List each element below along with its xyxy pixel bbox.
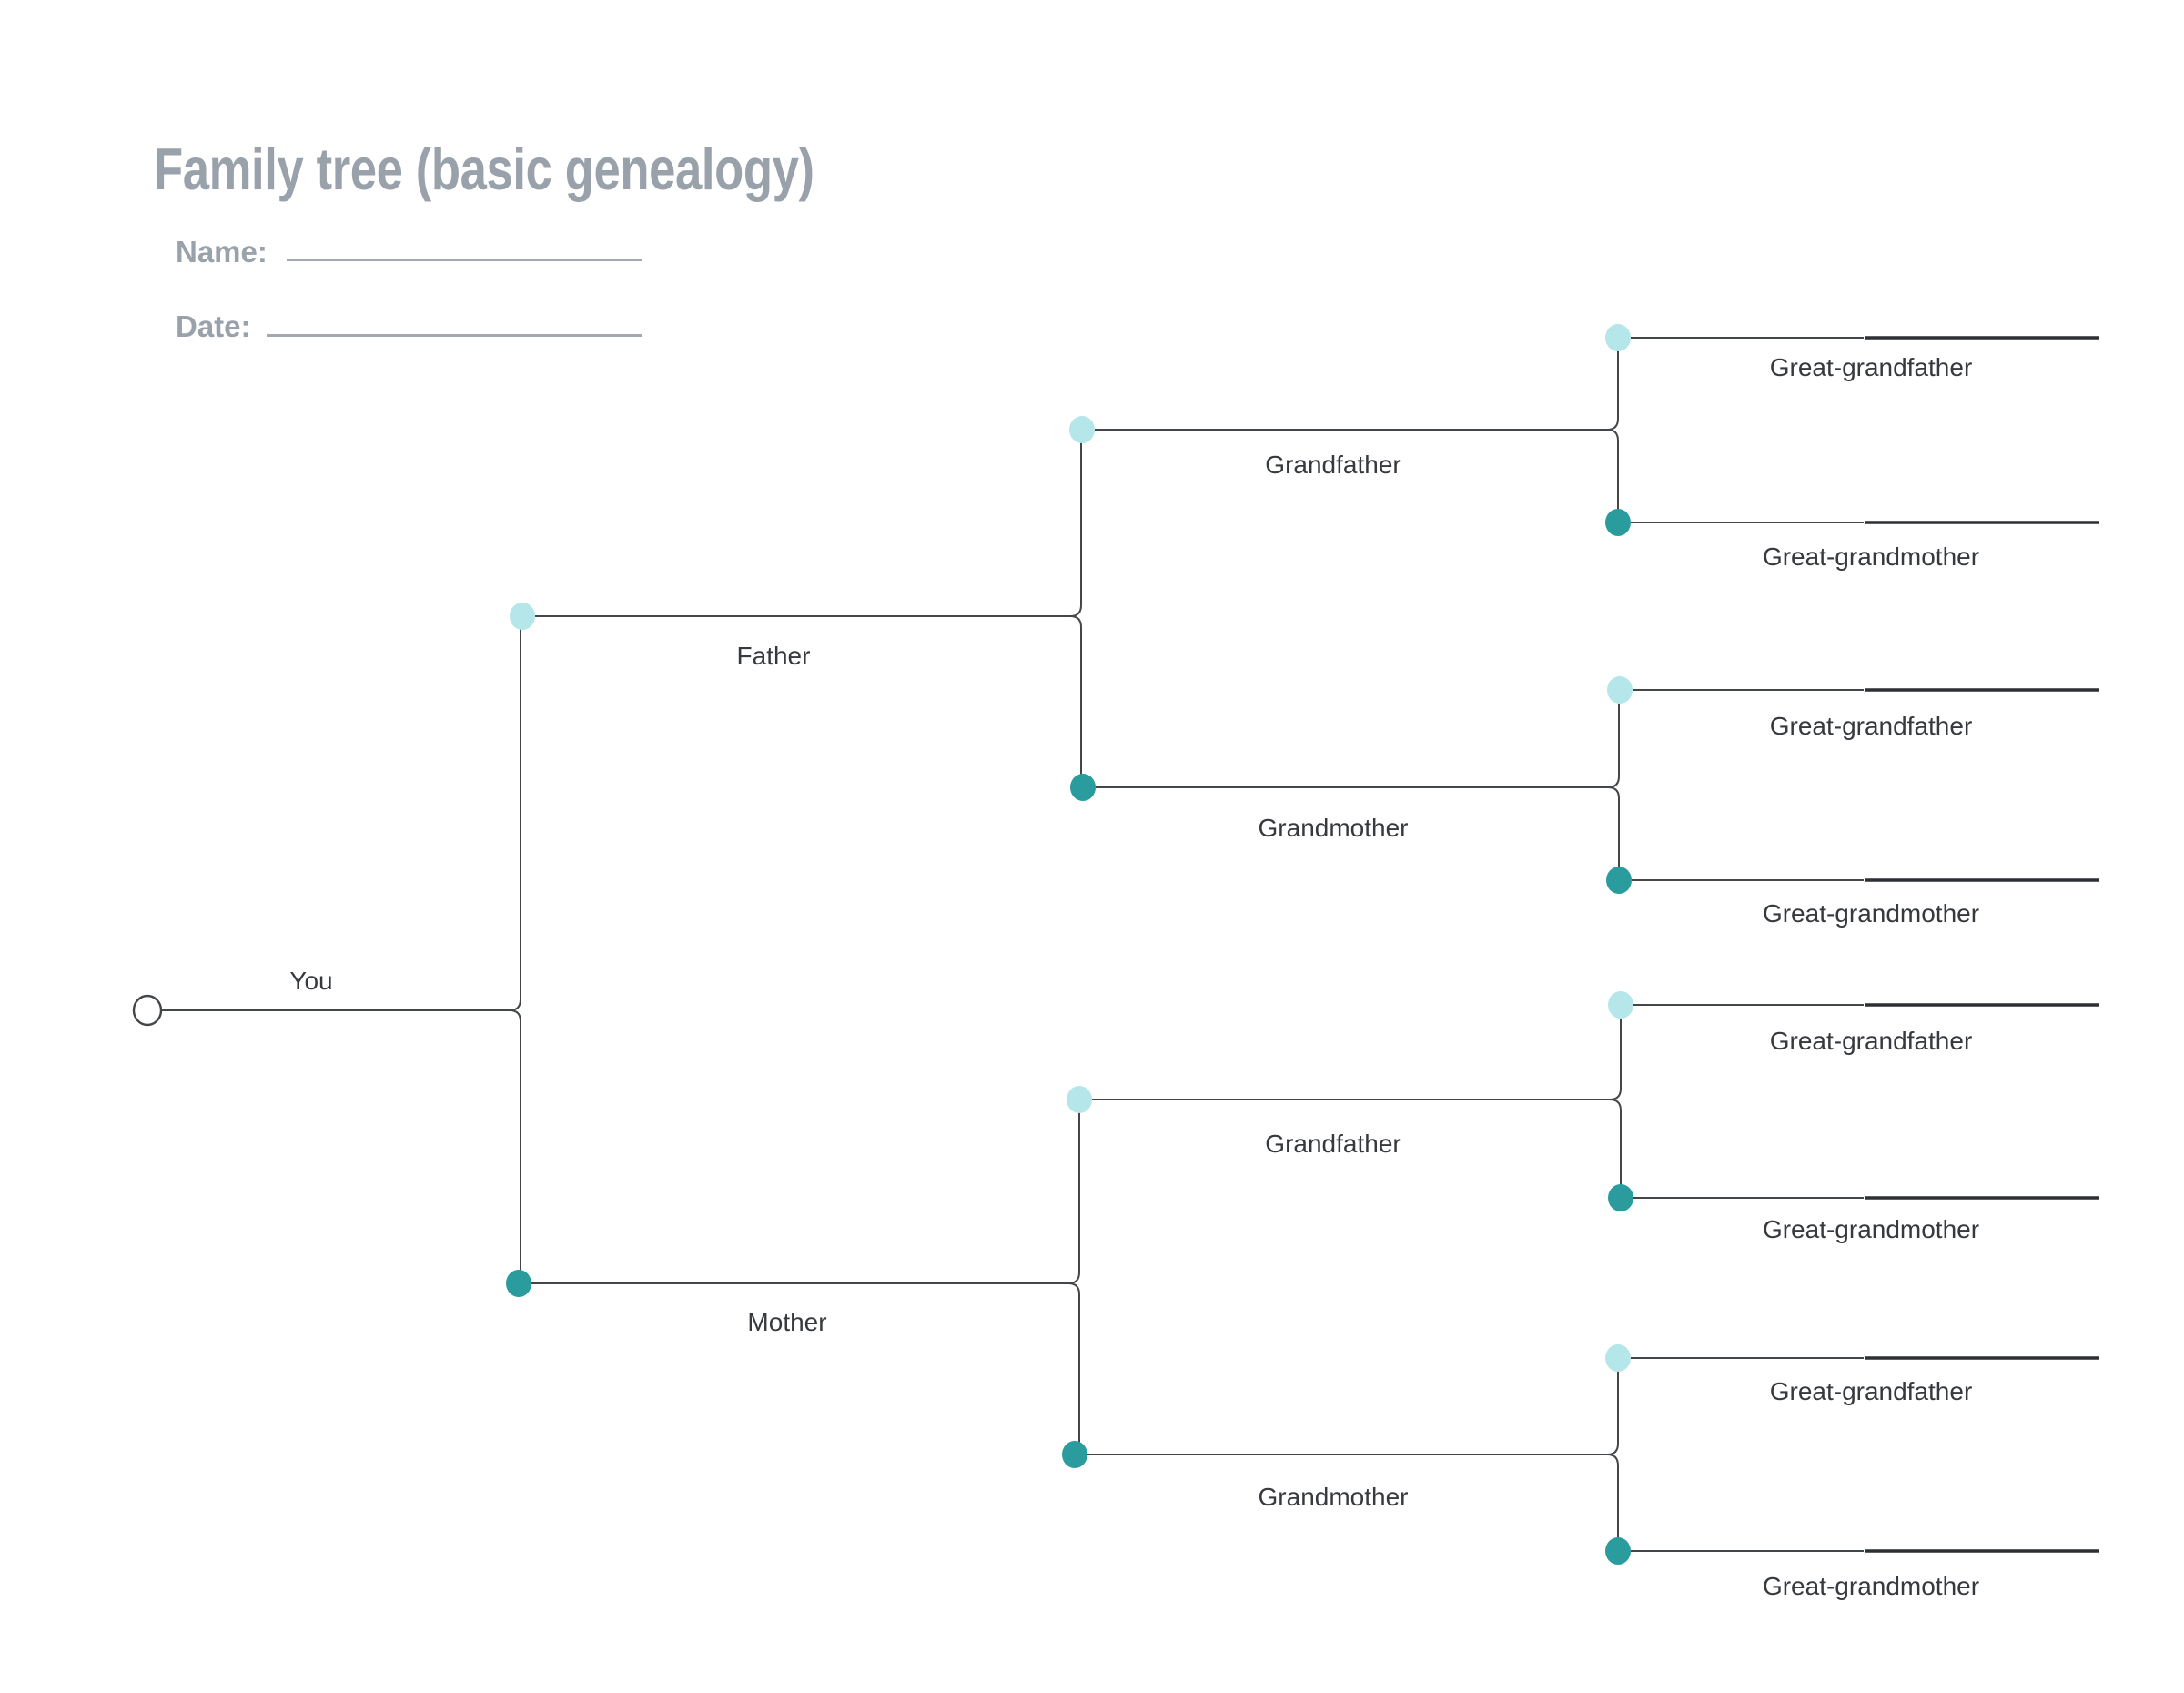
paternal-grandfather-label: Grandfather [1265, 451, 1401, 479]
father-label: Father [736, 642, 811, 670]
great-grandparents-bracket-2 [1607, 690, 1620, 880]
great-grandmother-4-label: Great-grandmother [1762, 1572, 1980, 1600]
name-label: Name: [176, 235, 268, 269]
great-grandfather-3-label: Great-grandfather [1769, 1027, 1973, 1055]
great-grandfather-1-label: Great-grandfather [1769, 353, 1973, 381]
great-grandmother-1-node[interactable] [1605, 509, 1631, 536]
mother-label: Mother [747, 1308, 827, 1336]
mother-node[interactable] [506, 1270, 531, 1297]
great-grandfather-4-label: Great-grandfather [1769, 1377, 1973, 1405]
maternal-grandfather-node[interactable] [1067, 1086, 1092, 1113]
you-node[interactable] [132, 994, 163, 1027]
maternal-grandfather-label: Grandfather [1265, 1130, 1401, 1158]
great-grandmother-3-node[interactable] [1608, 1184, 1633, 1211]
date-field-line[interactable] [267, 334, 642, 337]
paternal-grandparents-bracket [1069, 430, 1082, 787]
great-grandparents-bracket-3 [1609, 1005, 1622, 1198]
paternal-grandfather-node[interactable] [1069, 416, 1095, 443]
parents-bracket [509, 616, 521, 1283]
maternal-grandparents-bracket [1067, 1100, 1080, 1455]
great-grandfather-4-node[interactable] [1605, 1344, 1631, 1372]
great-grandmother-3-label: Great-grandmother [1762, 1215, 1980, 1243]
great-grandfather-3-node[interactable] [1608, 991, 1633, 1019]
you-label: You [289, 967, 333, 995]
great-grandfather-2-node[interactable] [1607, 676, 1633, 704]
great-grandmother-2-node[interactable] [1606, 867, 1632, 894]
great-grandmother-2-label: Great-grandmother [1762, 899, 1980, 928]
maternal-grandmother-label: Grandmother [1258, 1483, 1409, 1511]
great-grandparents-bracket-1 [1606, 338, 1619, 522]
great-grandmother-4-node[interactable] [1605, 1537, 1631, 1565]
great-grandmother-1-label: Great-grandmother [1762, 542, 1980, 571]
page-title: Family tree (basic genealogy) [154, 136, 814, 202]
name-field-line[interactable] [287, 259, 642, 261]
date-label: Date: [176, 309, 251, 343]
great-grandparents-bracket-4 [1606, 1358, 1619, 1551]
great-grandfather-2-label: Great-grandfather [1769, 712, 1973, 740]
paternal-grandmother-node[interactable] [1070, 774, 1096, 801]
maternal-grandmother-node[interactable] [1062, 1441, 1087, 1468]
father-node[interactable] [510, 603, 535, 630]
paternal-grandmother-label: Grandmother [1258, 814, 1409, 842]
great-grandfather-1-node[interactable] [1605, 324, 1631, 351]
